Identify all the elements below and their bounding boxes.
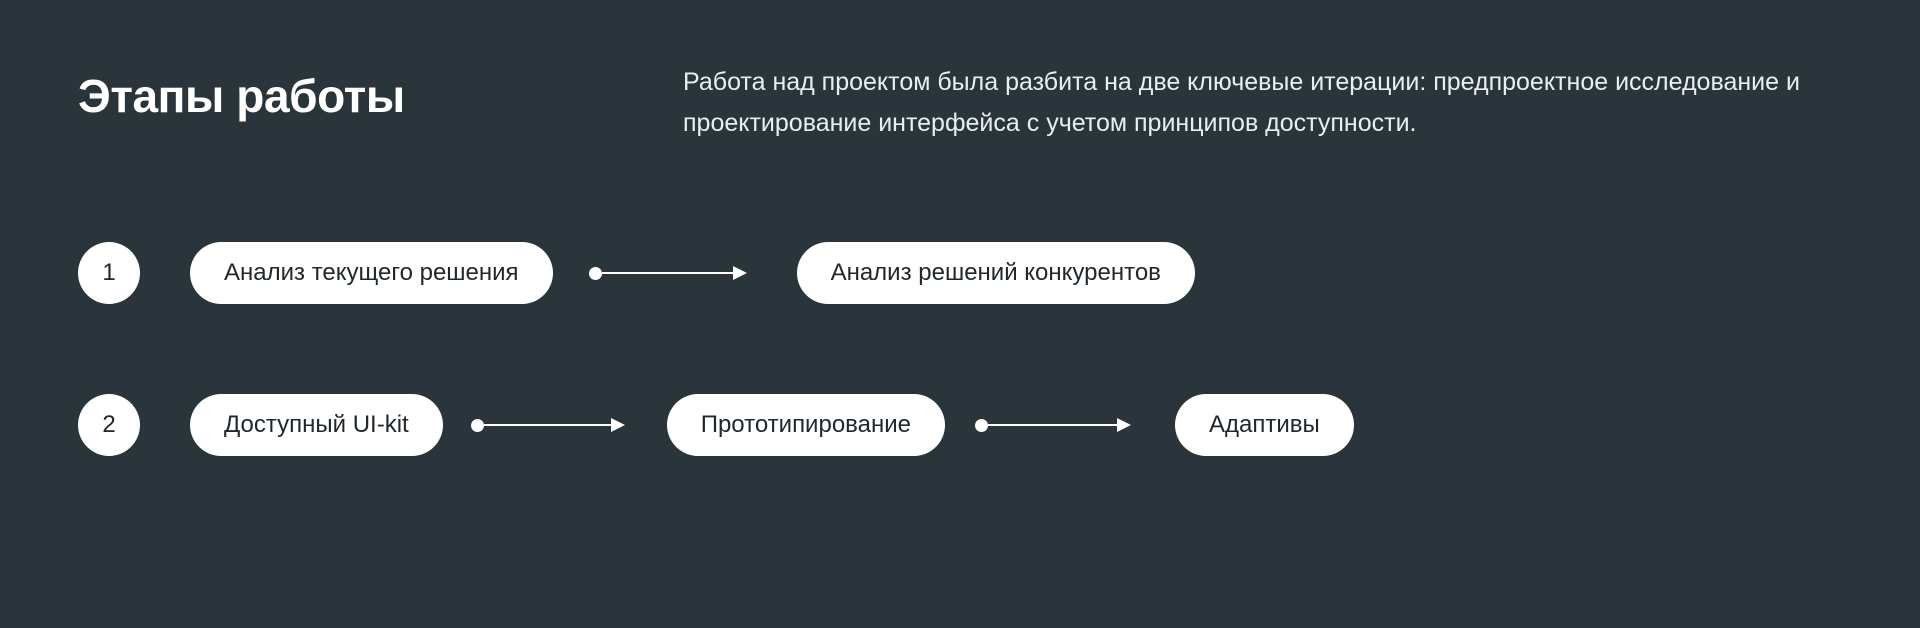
arrow-head-icon (1117, 418, 1145, 432)
flow-node[interactable]: Анализ решений конкурентов (796, 242, 1195, 304)
arrow-head-icon (610, 418, 639, 432)
flow-node[interactable]: Прототипирование (666, 394, 945, 456)
process-flow: 1 Анализ текущего решения Анализ решений… (78, 240, 1868, 458)
flow-node[interactable]: Анализ текущего решения (190, 242, 553, 304)
arrow-connector (975, 418, 1145, 432)
flow-row: 2 Доступный UI-kit Прототипирование Адап… (78, 392, 1868, 458)
flow-node[interactable]: Доступный UI-kit (190, 394, 443, 456)
connector-line (988, 424, 1118, 426)
connector-dot-icon (975, 418, 988, 432)
step-number-badge: 1 (78, 242, 140, 304)
arrow-head-icon (732, 266, 761, 280)
arrow-connector (588, 266, 761, 280)
connector-dot-icon (588, 266, 602, 280)
connector-dot-icon (470, 418, 484, 432)
header: Этапы работы Работа над проектом была ра… (78, 62, 1848, 144)
step-number-badge: 2 (78, 394, 140, 456)
arrow-connector (470, 418, 639, 432)
flow-node[interactable]: Адаптивы (1175, 394, 1354, 456)
flow-row: 1 Анализ текущего решения Анализ решений… (78, 240, 1868, 306)
connector-line (601, 272, 734, 274)
section-description: Работа над проектом была разбита на две … (683, 68, 1800, 137)
page-title: Этапы работы (78, 70, 405, 122)
connector-line (483, 424, 612, 426)
